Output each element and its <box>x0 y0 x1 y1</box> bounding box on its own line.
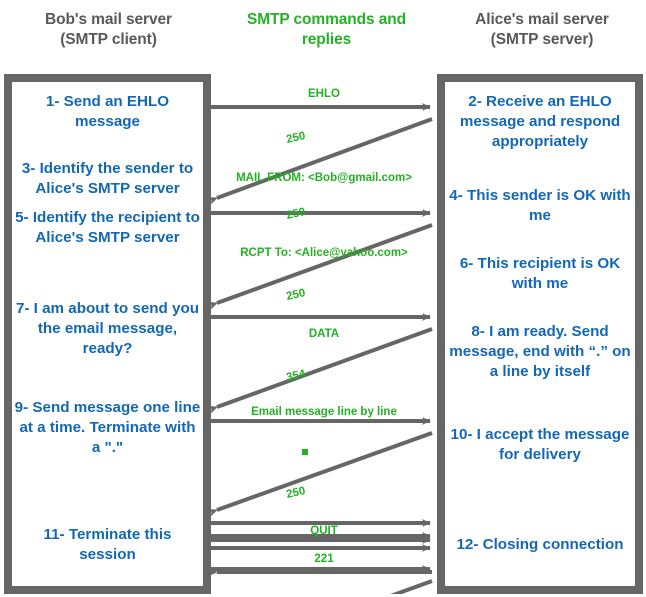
header-client-column: Bob's mail server (SMTP client) <box>6 10 211 50</box>
header-server-line2: (SMTP server) <box>490 31 594 48</box>
label-ehlo: EHLO <box>308 88 340 100</box>
server-step-8: 8- I am ready. Send message, end with “.… <box>449 323 631 380</box>
server-step-4: 4- This sender is OK with me <box>449 187 631 224</box>
client-step-9: 9- Send message one line at a time. Term… <box>14 399 201 456</box>
arrow-reply-250-mail <box>211 223 433 310</box>
header-client-line1: Bob's mail server <box>45 11 172 28</box>
label-rcpt-to: RCPT To: <Alice@yahoo.com> <box>240 247 408 259</box>
client-step-1: 1- Send an EHLO message <box>45 93 170 130</box>
header-middle-column: SMTP commands and replies <box>219 10 434 50</box>
server-panel <box>445 82 635 586</box>
client-step-11: 11- Terminate this session <box>43 526 172 563</box>
arrow-reply-250-ehlo <box>211 117 433 205</box>
header-server-column: Alice's mail server (SMTP server) <box>441 10 643 50</box>
dot-terminator-icon <box>302 449 308 455</box>
label-reply-221: 221 <box>314 553 334 565</box>
message-lane <box>211 74 437 594</box>
arrow-reply-354 <box>211 431 433 517</box>
label-quit: QUIT <box>310 525 338 537</box>
server-step-10: 10- I accept the message for delivery <box>450 426 630 463</box>
arrow-canvas <box>211 103 433 594</box>
server-step-12: 12- Closing connection <box>456 536 624 553</box>
header-middle-line2: replies <box>301 31 352 48</box>
client-step-7: 7- I am about to send you the email mess… <box>15 300 200 357</box>
header-client-line2: (SMTP client) <box>60 31 157 48</box>
server-step-2: 2- Receive an EHLO message and respond a… <box>459 93 621 150</box>
arrow-canvas-lower <box>211 536 432 576</box>
arrow-reply-250-rcpt <box>211 327 433 414</box>
label-mail-from: MAIL FROM: <Bob@gmail.com> <box>236 172 412 184</box>
header-middle-line1: SMTP commands and <box>246 11 407 28</box>
client-panel <box>12 82 203 586</box>
header-server-line1: Alice's mail server <box>475 11 609 28</box>
client-step-3: 3- Identify the sender to Alice's SMTP s… <box>21 160 194 197</box>
client-step-5: 5- Identify the recipient to Alice's SMT… <box>15 209 200 246</box>
label-data: DATA <box>308 328 340 340</box>
server-step-6: 6- This recipient is OK with me <box>459 255 621 292</box>
label-email-body: Email message line by line <box>251 406 397 418</box>
